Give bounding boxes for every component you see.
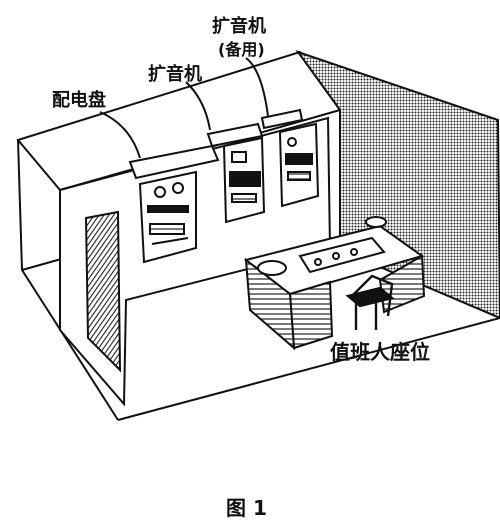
leader-lines [99, 57, 269, 159]
label-amplifier-backup-note: (备用) [218, 40, 265, 59]
label-amplifier-backup: 扩音机 [212, 16, 266, 37]
operator-desk [243, 216, 426, 351]
power-panel [128, 144, 220, 264]
operator-chair [345, 274, 395, 330]
amplifier-panel [206, 122, 266, 224]
amplifier-backup-panel [260, 108, 320, 208]
label-operator-seat: 值班人座位 [330, 340, 430, 364]
figure-caption: 图 1 [226, 496, 267, 520]
label-amplifier: 扩音机 [148, 64, 202, 85]
door [84, 210, 122, 373]
label-power-panel: 配电盘 [52, 90, 106, 111]
